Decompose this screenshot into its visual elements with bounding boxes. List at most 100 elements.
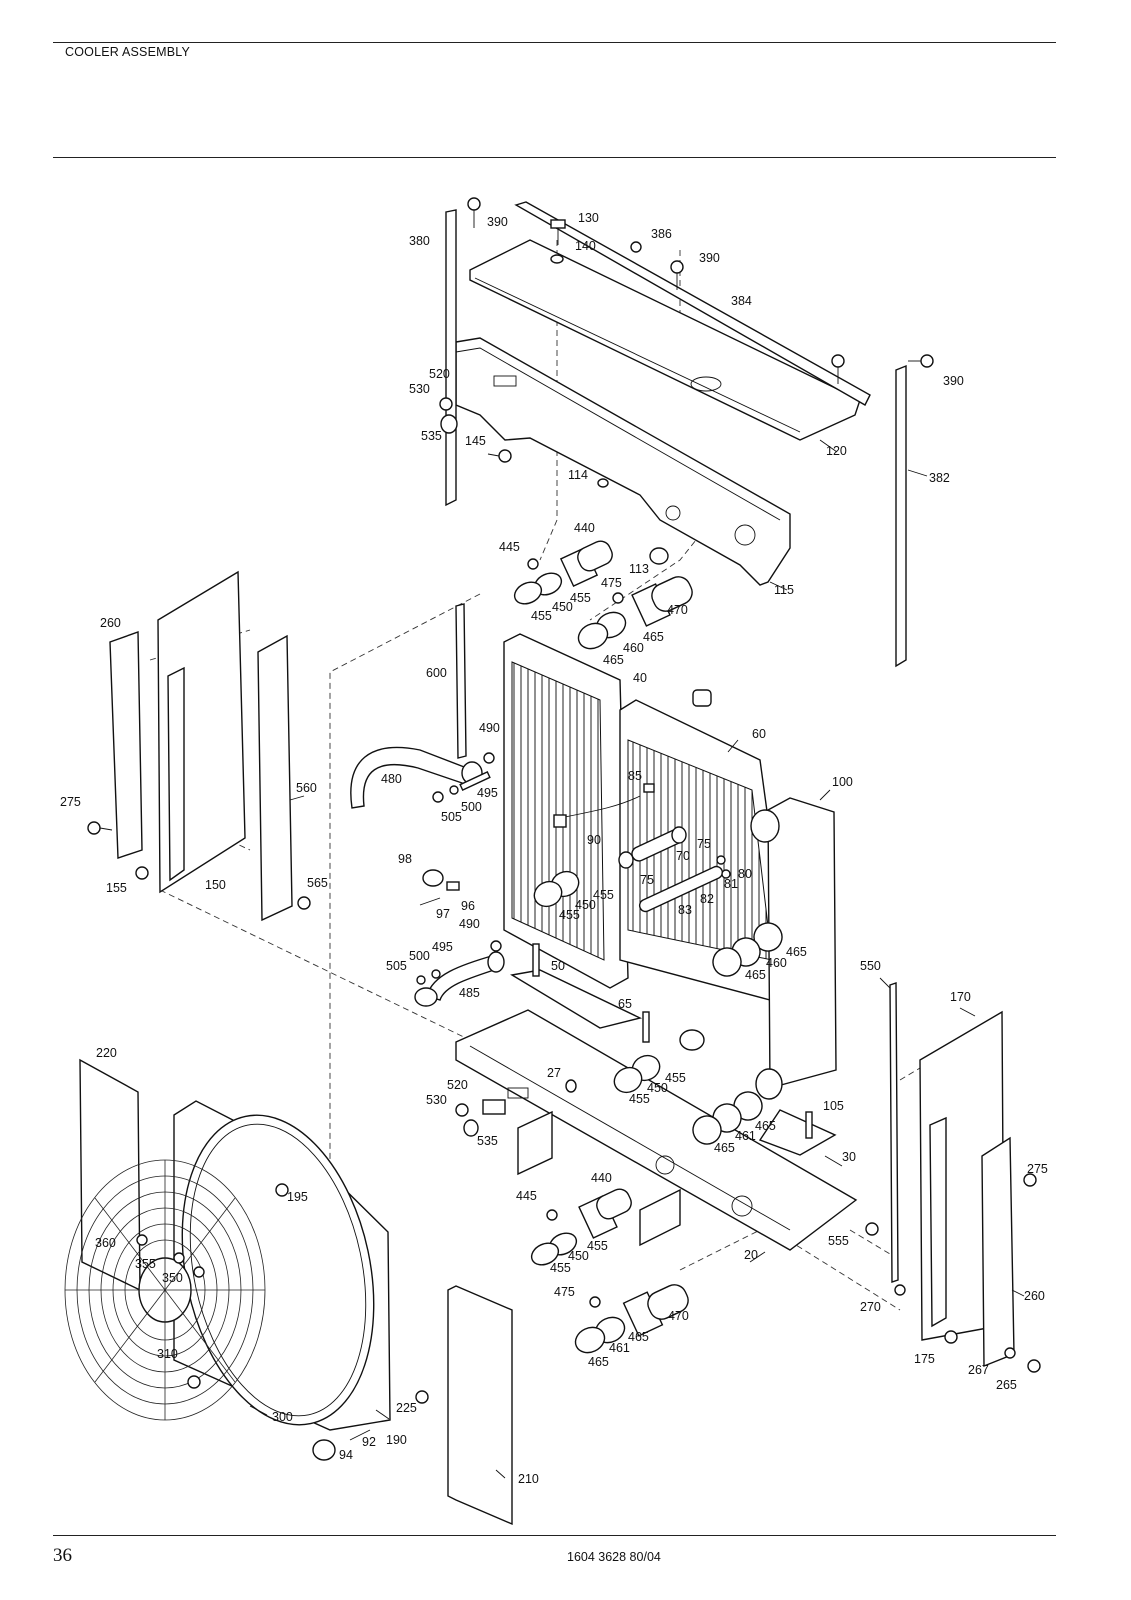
page-number: 36	[53, 1545, 72, 1566]
callout-94: 94	[339, 1448, 353, 1462]
callout-440: 440	[574, 521, 595, 535]
header-top-rule	[53, 42, 1056, 43]
callout-82: 82	[700, 892, 714, 906]
top-fittings	[439, 197, 934, 565]
callout-140: 140	[575, 239, 596, 253]
callout-450: 450	[575, 898, 596, 912]
callout-386: 386	[651, 227, 672, 241]
callout-465: 465	[755, 1119, 776, 1133]
callout-530: 530	[409, 382, 430, 396]
callout-260: 260	[100, 616, 121, 630]
callout-145: 145	[465, 434, 486, 448]
callout-461: 461	[609, 1341, 630, 1355]
callout-465: 465	[714, 1141, 735, 1155]
leader-lines	[249, 439, 1025, 1479]
document-code: 1604 3628 80/04	[567, 1550, 661, 1564]
callout-495: 495	[432, 940, 453, 954]
callout-90: 90	[587, 833, 601, 847]
callout-495: 495	[477, 786, 498, 800]
pipes-middle	[350, 746, 783, 1007]
callout-195: 195	[287, 1190, 308, 1204]
callout-20: 20	[744, 1248, 758, 1262]
lower-frame	[455, 943, 858, 1251]
callout-500: 500	[461, 800, 482, 814]
callout-560: 560	[296, 781, 317, 795]
callout-30: 30	[842, 1150, 856, 1164]
callout-130: 130	[578, 211, 599, 225]
callout-75: 75	[640, 873, 654, 887]
callout-114: 114	[568, 468, 588, 482]
callout-92: 92	[362, 1435, 376, 1449]
callout-535: 535	[477, 1134, 498, 1148]
fan-assembly	[64, 1058, 513, 1526]
callout-485: 485	[459, 986, 480, 1000]
callout-390: 390	[487, 215, 508, 229]
callout-50: 50	[551, 959, 565, 973]
callout-455: 455	[629, 1092, 650, 1106]
callout-490: 490	[459, 917, 480, 931]
callout-455: 455	[570, 591, 591, 605]
callout-530: 530	[426, 1093, 447, 1107]
callout-450: 450	[647, 1081, 668, 1095]
upper-hose-group	[513, 540, 693, 650]
callout-455: 455	[587, 1239, 608, 1253]
callout-450: 450	[552, 600, 573, 614]
callout-445: 445	[499, 540, 520, 554]
callout-490: 490	[479, 721, 500, 735]
callout-85: 85	[628, 769, 642, 783]
lower-hose-group	[530, 1029, 763, 1354]
callout-170: 170	[950, 990, 971, 1004]
callout-480: 480	[381, 772, 402, 786]
callout-465: 465	[786, 945, 807, 959]
header-bottom-rule	[53, 157, 1056, 158]
top-frame	[445, 201, 907, 668]
callout-555: 555	[828, 1234, 849, 1248]
callout-275: 275	[1027, 1162, 1048, 1176]
callout-360: 360	[95, 1236, 116, 1250]
callout-350: 350	[162, 1271, 183, 1285]
callout-460: 460	[623, 641, 644, 655]
callout-461: 461	[735, 1129, 756, 1143]
callout-310: 310	[157, 1347, 178, 1361]
callout-225: 225	[396, 1401, 417, 1415]
callout-210: 210	[518, 1472, 539, 1486]
callout-105: 105	[823, 1099, 844, 1113]
callout-81: 81	[724, 877, 738, 891]
callout-565: 565	[307, 876, 328, 890]
callout-500: 500	[409, 949, 430, 963]
callout-65: 65	[618, 997, 632, 1011]
callout-520: 520	[447, 1078, 468, 1092]
callout-470: 470	[668, 1309, 689, 1323]
callout-450: 450	[568, 1249, 589, 1263]
callout-100: 100	[832, 775, 853, 789]
callout-75: 75	[697, 837, 711, 851]
callout-40: 40	[633, 671, 647, 685]
callout-440: 440	[591, 1171, 612, 1185]
callout-80: 80	[738, 867, 752, 881]
callout-465: 465	[628, 1330, 649, 1344]
callout-155: 155	[106, 881, 127, 895]
callout-465: 465	[603, 653, 624, 667]
callout-115: 115	[774, 583, 794, 597]
callout-382: 382	[929, 471, 950, 485]
callout-83: 83	[678, 903, 692, 917]
right-panels	[865, 982, 1041, 1373]
callout-98: 98	[398, 852, 412, 866]
callout-465: 465	[588, 1355, 609, 1369]
callout-390: 390	[943, 374, 964, 388]
callout-460: 460	[766, 956, 787, 970]
callout-470: 470	[667, 603, 688, 617]
callout-275: 275	[60, 795, 81, 809]
callout-175: 175	[914, 1352, 935, 1366]
callout-70: 70	[676, 849, 690, 863]
callout-220: 220	[96, 1046, 117, 1060]
callout-96: 96	[461, 899, 475, 913]
callout-300: 300	[272, 1410, 293, 1424]
callout-455: 455	[559, 908, 580, 922]
callout-270: 270	[860, 1300, 881, 1314]
callout-445: 445	[516, 1189, 537, 1203]
callout-120: 120	[826, 444, 847, 458]
callout-455: 455	[593, 888, 614, 902]
page-title: COOLER ASSEMBLY	[65, 45, 191, 59]
